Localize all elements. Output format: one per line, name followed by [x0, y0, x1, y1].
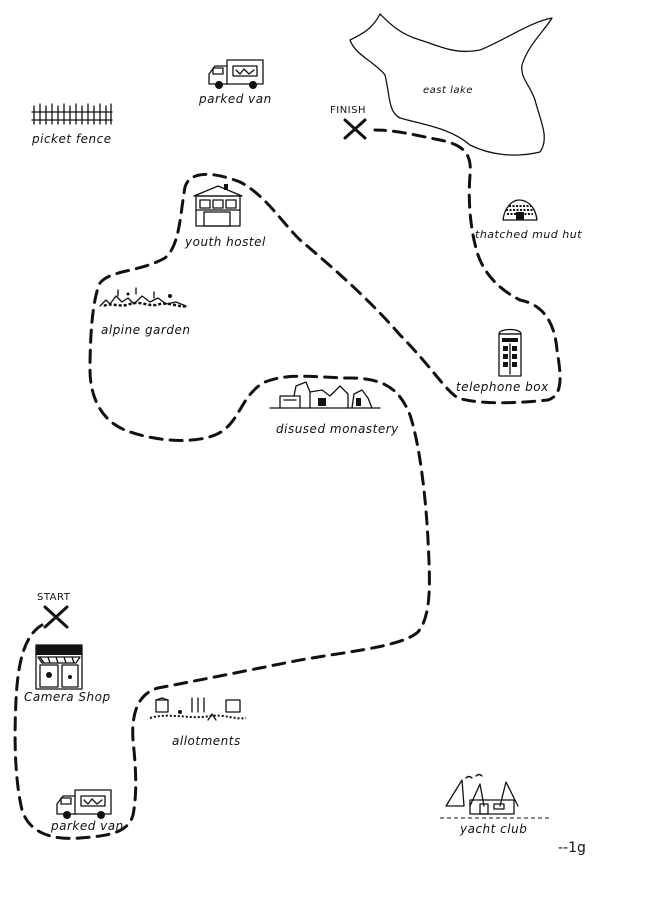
camera-shop-label: Camera Shop [24, 690, 111, 704]
van-icon [208, 59, 264, 89]
parked-van-bottom-label: parked van [50, 819, 124, 833]
disused-monastery: disused monastery [269, 381, 399, 436]
telephone-box: telephone box [456, 328, 549, 394]
parked-van-top-label: parked van [198, 92, 272, 106]
alpine-garden: alpine garden [99, 287, 190, 337]
east-lake-label: east lake [423, 85, 473, 96]
disused-monastery-label: disused monastery [276, 422, 399, 436]
allotments-label: allotments [172, 734, 241, 748]
thatched-mud-hut: thatched mud hut [475, 199, 582, 241]
finish-label: FINISH [330, 105, 366, 116]
van-icon [56, 789, 112, 819]
youth-hostel: youth hostel [184, 184, 266, 249]
picket-fence-label: picket fence [31, 132, 112, 146]
hut-icon [502, 199, 538, 221]
picket-fence-icon [31, 103, 113, 125]
lake-icon [349, 13, 553, 156]
yacht-club-icon [440, 773, 550, 819]
finish-marker: FINISH [330, 105, 367, 140]
youth-hostel-label: youth hostel [184, 235, 266, 249]
parked-van-top: parked van [198, 59, 272, 106]
start-label: START [37, 592, 71, 603]
telephone-box-icon [498, 328, 522, 377]
thatched-mud-hut-label: thatched mud hut [475, 228, 582, 241]
allotment-icon [149, 697, 247, 721]
east-lake: east lake [349, 13, 553, 156]
garden-icon [99, 287, 189, 308]
page-number: --1g [558, 840, 586, 856]
yacht-club: yacht club [440, 773, 550, 836]
house-icon [193, 184, 243, 227]
telephone-box-label: telephone box [456, 380, 549, 394]
yacht-club-label: yacht club [459, 822, 527, 836]
parked-van-bottom: parked van [50, 789, 124, 833]
dashed-route [13, 128, 562, 840]
shop-icon [35, 644, 83, 690]
start-marker: START [37, 592, 71, 629]
picket-fence: picket fence [31, 103, 113, 146]
x-marker-icon [343, 118, 367, 140]
camera-shop: Camera Shop [24, 644, 111, 704]
ruin-icon [269, 381, 381, 409]
allotments: allotments [149, 697, 247, 748]
x-marker-icon [43, 605, 69, 629]
alpine-garden-label: alpine garden [101, 323, 190, 337]
